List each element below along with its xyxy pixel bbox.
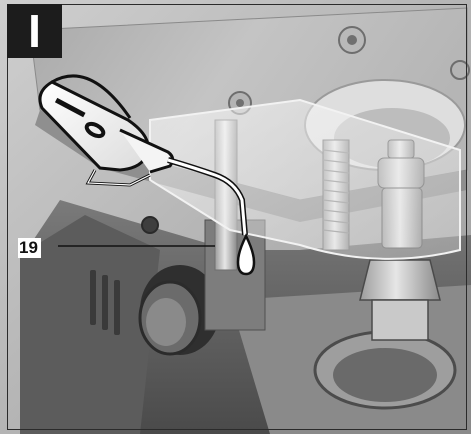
- oil-drop-icon: [236, 233, 256, 276]
- transparent-chip-guard: [149, 98, 461, 260]
- bottle-markings: [54, 97, 106, 139]
- step-label: I: [28, 5, 41, 57]
- body-screw-icon: [141, 216, 159, 234]
- depth-knob-icon: [138, 265, 220, 356]
- vent-slots: [90, 270, 120, 335]
- step-badge: I: [7, 4, 62, 58]
- oil-bottle-icon: [38, 74, 248, 236]
- router-body-left: [20, 215, 160, 434]
- plate-screw-icon: [450, 60, 470, 80]
- callout-number-19: 19: [18, 238, 41, 258]
